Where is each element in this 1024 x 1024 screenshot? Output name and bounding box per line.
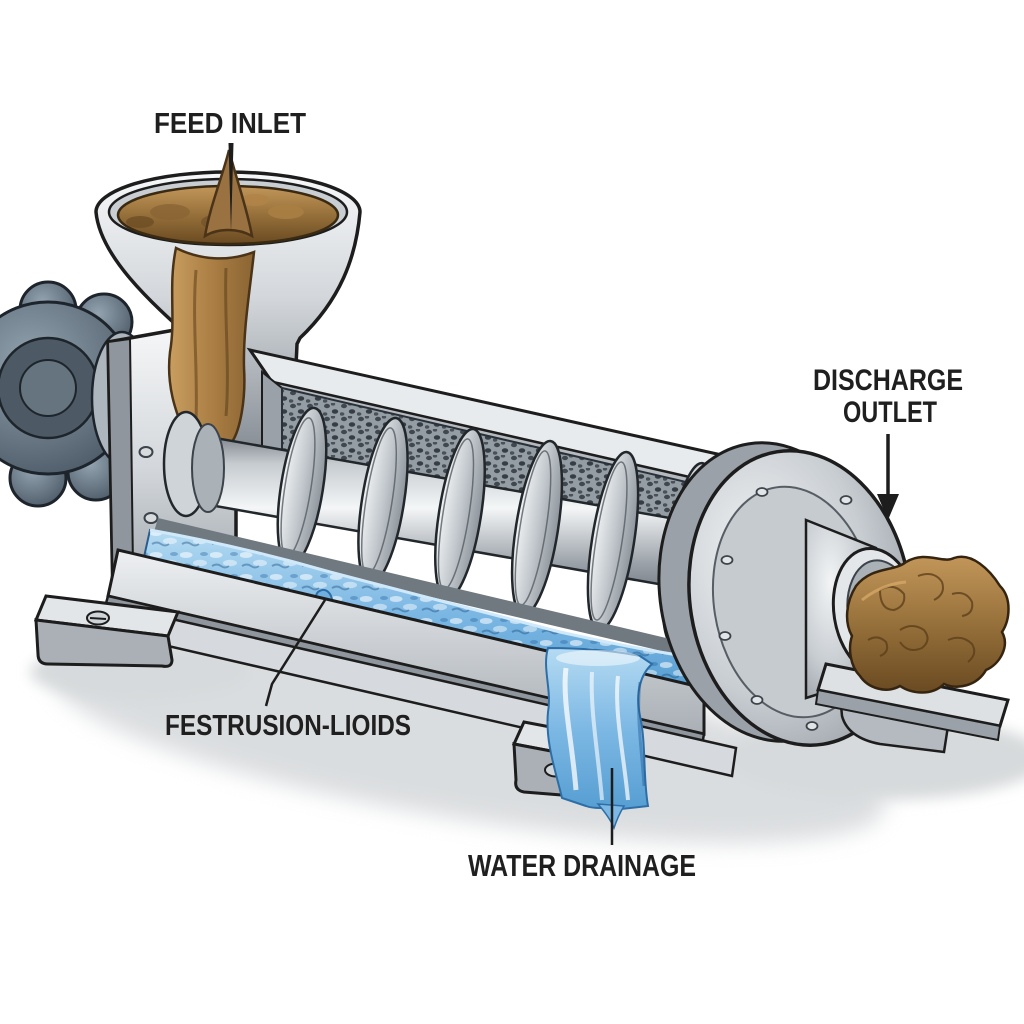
feed-inlet-pointer bbox=[228, 143, 234, 232]
discharge-arrow bbox=[877, 434, 899, 520]
trough-back-edge bbox=[154, 518, 700, 660]
water-drainage-label: WATER DRAINAGE bbox=[468, 848, 696, 883]
feed-inlet-label: FEED INLET bbox=[154, 108, 306, 140]
discharge-outlet-label-line1: DISCHARGE bbox=[813, 364, 963, 397]
annotations: FEED INLET DISCHARGE OUTLET FESTRUSION-L… bbox=[154, 108, 963, 883]
flange-bolts bbox=[718, 487, 853, 731]
solids-label: FESTRUSION-LIOIDS bbox=[165, 710, 411, 742]
extruded-solids bbox=[845, 555, 1010, 694]
hopper-material bbox=[116, 149, 340, 246]
solids-leader-line bbox=[264, 599, 327, 707]
material-peak bbox=[203, 149, 254, 239]
water-cascade bbox=[545, 646, 654, 831]
discharge-outlet-label-line2: OUTLET bbox=[843, 396, 937, 429]
left-foot bbox=[33, 594, 181, 668]
